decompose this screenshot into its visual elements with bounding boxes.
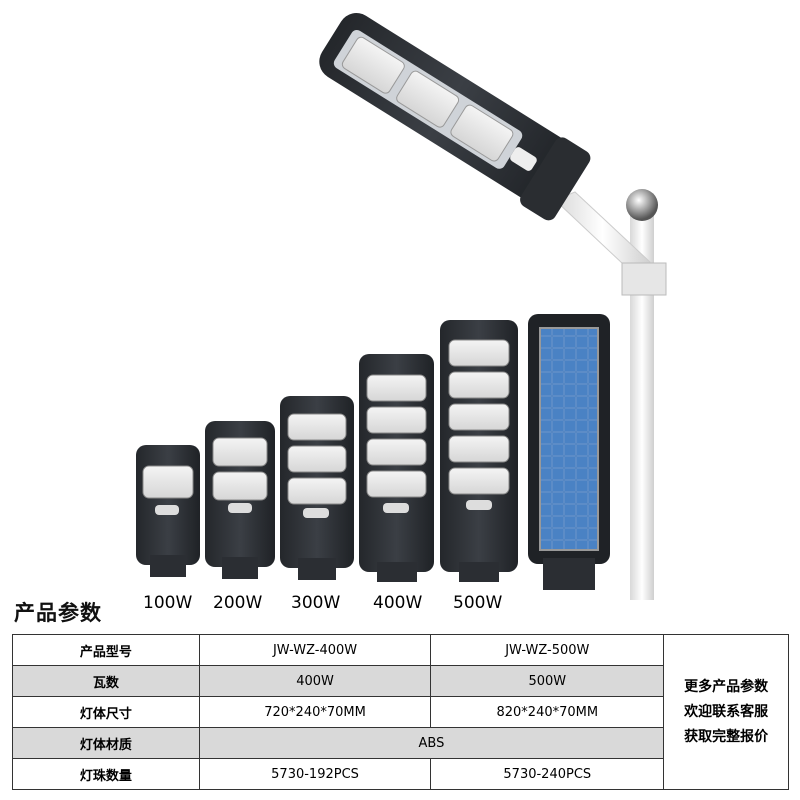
table-row: 灯体尺寸 720*240*70MM 820*240*70MM: [12, 696, 789, 728]
note-line: 获取完整报价: [684, 728, 769, 745]
lamp-500w: [440, 320, 518, 582]
cell-value: JW-WZ-400W: [198, 634, 432, 666]
cell-value: 720*240*70MM: [198, 696, 432, 728]
section-title: 产品参数: [14, 601, 102, 625]
wattage-labels: 100W 200W 300W 400W 500W: [0, 590, 800, 618]
row-label: 产品型号: [12, 634, 200, 666]
row-label: 灯体尺寸: [12, 696, 200, 728]
spec-table: 产品型号 JW-WZ-400W JW-WZ-500W 更多产品参数 欢迎联系客服…: [12, 634, 789, 790]
row-label: 灯体材质: [12, 727, 200, 759]
row-label: 瓦数: [12, 665, 200, 697]
cell-value: JW-WZ-500W: [430, 634, 665, 666]
wattage-label-400w: 400W: [373, 593, 423, 613]
solar-panel: [528, 314, 610, 590]
cell-value: 5730-240PCS: [430, 758, 665, 790]
cell-value: 5730-192PCS: [198, 758, 432, 790]
table-row: 产品型号 JW-WZ-400W JW-WZ-500W 更多产品参数 欢迎联系客服…: [12, 634, 789, 790]
lamp-300w: [280, 396, 354, 580]
street-light-main: [319, 13, 591, 221]
lamp-100w: [136, 445, 200, 577]
note-line: 更多产品参数: [684, 678, 769, 695]
led-modules: [341, 36, 514, 162]
wattage-label-100w: 100W: [143, 593, 193, 613]
cell-value: 820*240*70MM: [430, 696, 665, 728]
lamp-pole: [554, 189, 667, 600]
cell-value-merged: ABS: [198, 727, 665, 759]
cell-value: 400W: [198, 665, 432, 697]
wattage-label-200w: 200W: [213, 593, 263, 613]
cell-value: 500W: [430, 665, 665, 697]
table-row: 灯珠数量 5730-192PCS 5730-240PCS: [12, 758, 789, 790]
product-illustration: [136, 13, 667, 600]
row-label: 灯珠数量: [12, 758, 200, 790]
lamp-200w: [205, 421, 275, 579]
wattage-label-500w: 500W: [453, 593, 503, 613]
lamp-400w: [359, 354, 434, 582]
wattage-label-300w: 300W: [291, 593, 341, 613]
table-row: 灯体材质 ABS: [12, 727, 789, 759]
contact-note: 更多产品参数 欢迎联系客服 获取完整报价: [663, 634, 789, 790]
note-line: 欢迎联系客服: [684, 703, 769, 720]
